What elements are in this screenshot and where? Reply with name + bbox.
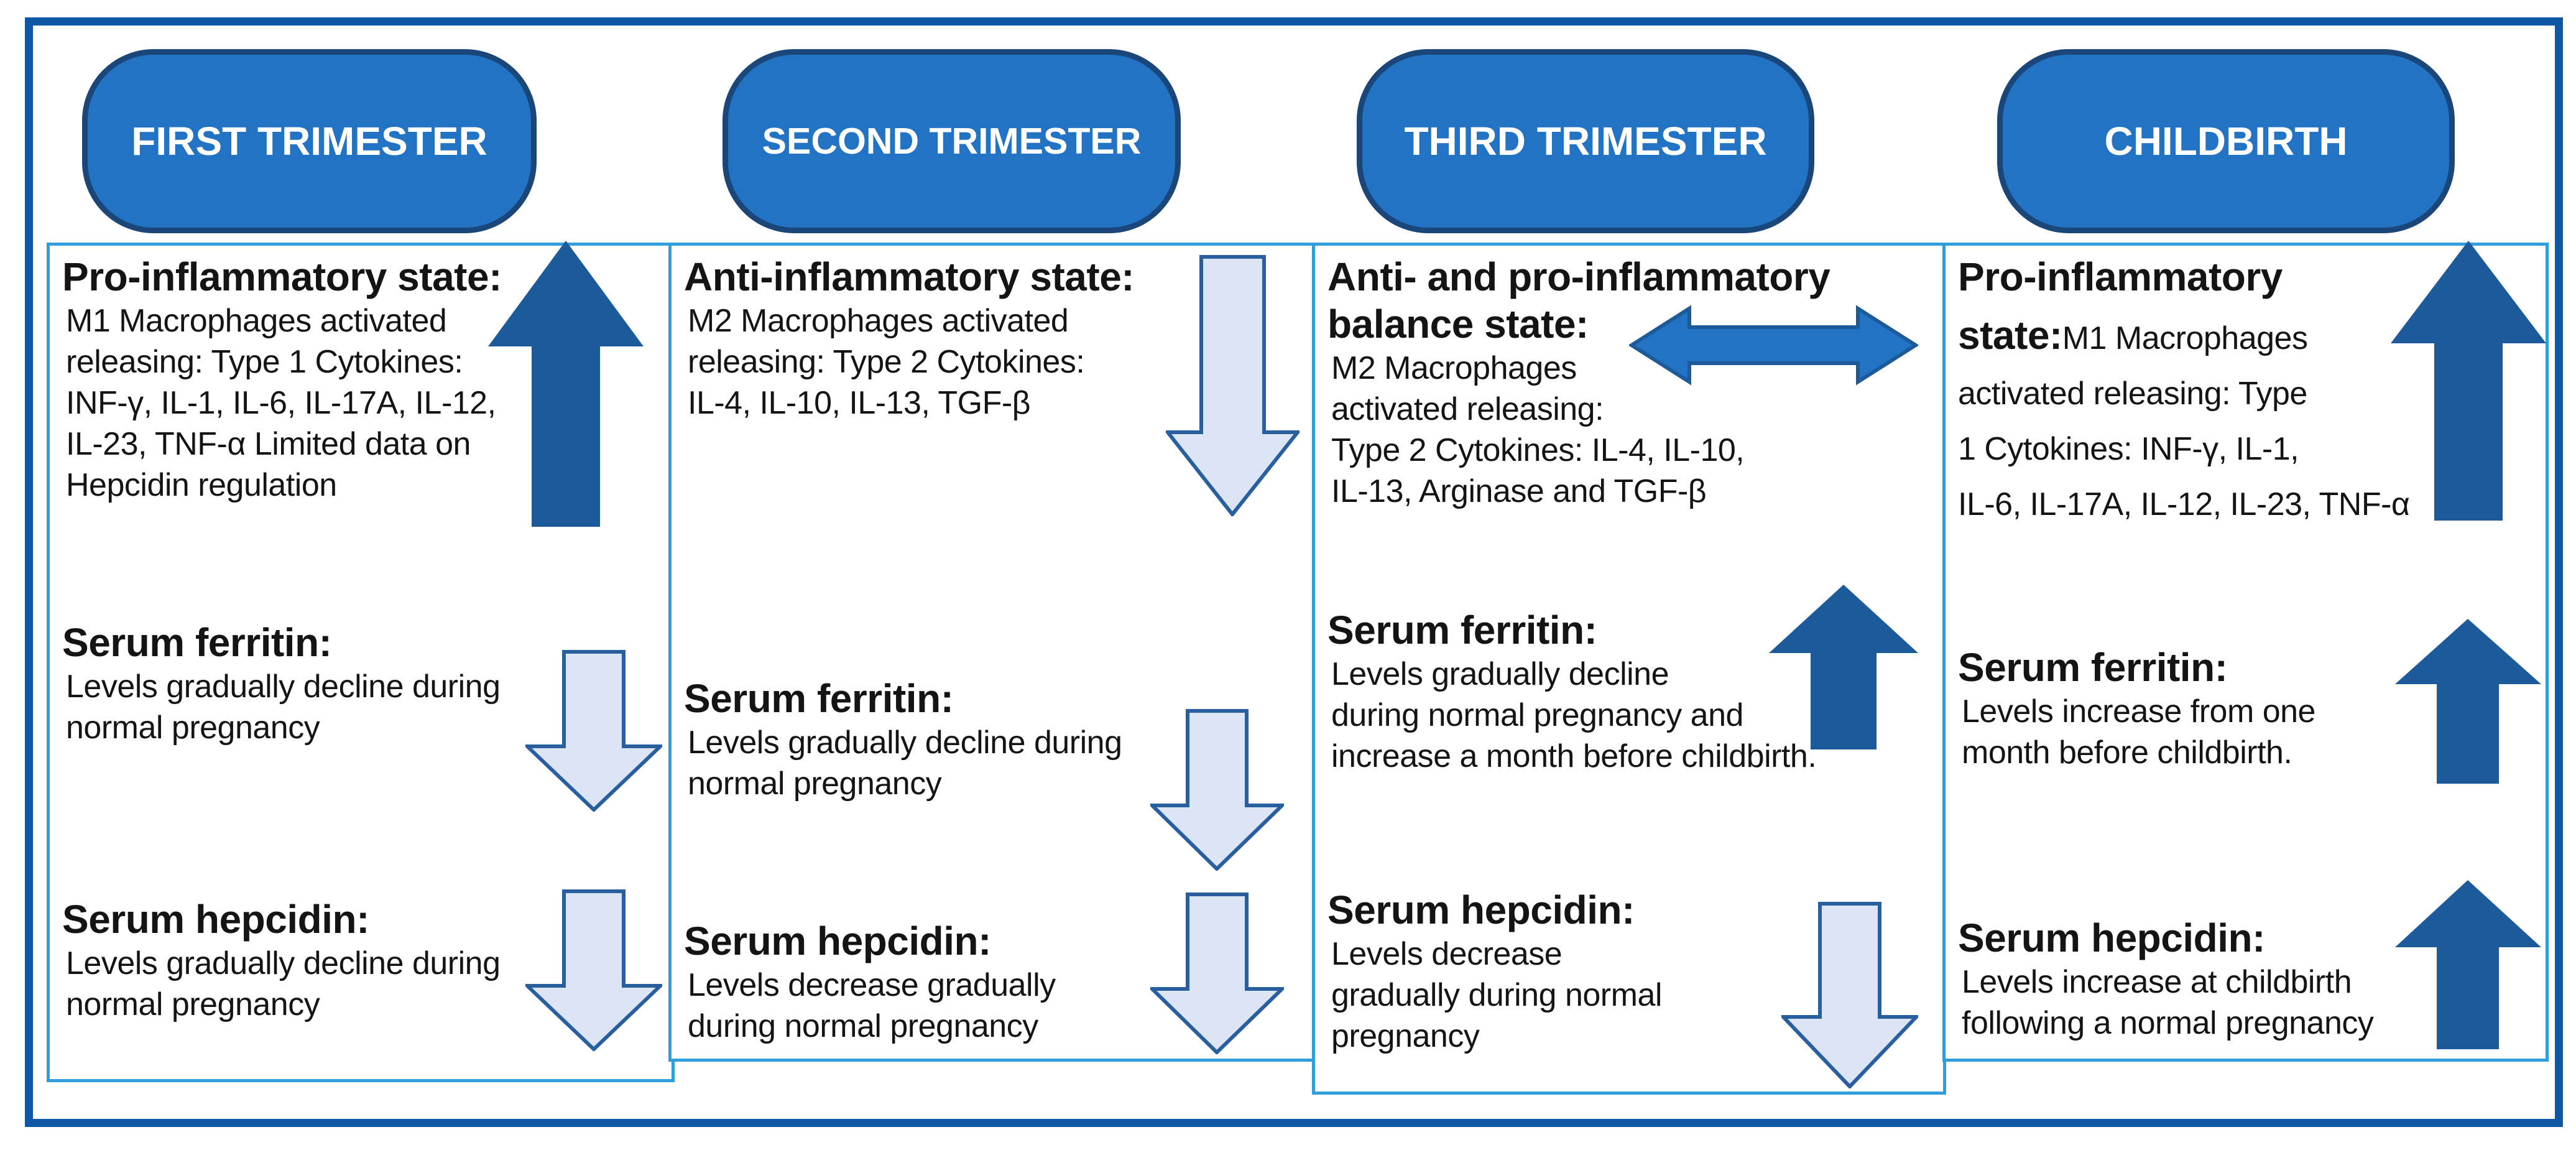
section-title: Anti-inflammatory state: <box>684 254 1135 299</box>
section-serum-ferritin: Serum ferritin: Levels gradually decline… <box>684 675 1132 804</box>
section-body: Levels decrease gradually during normal … <box>688 967 1056 1044</box>
double-arrow-icon <box>1629 305 1918 386</box>
section-serum-ferritin: Serum ferritin: Levels gradually decline… <box>1327 606 1862 777</box>
stage-pill-first-trimester: FIRST TRIMESTER <box>82 49 537 233</box>
down-arrow-icon <box>1150 893 1284 1054</box>
up-arrow-icon <box>488 241 644 527</box>
down-arrow-icon <box>1781 902 1918 1088</box>
section-inflammatory-state: Pro-inflammatory state: M1 Macrophages a… <box>62 253 525 506</box>
stage-pill-label: THIRD TRIMESTER <box>1404 119 1767 164</box>
stage-pill-childbirth: CHILDBIRTH <box>1997 49 2455 233</box>
stage-pill-second-trimester: SECOND TRIMESTER <box>722 49 1181 233</box>
section-body: Levels gradually decline during normal p… <box>1331 656 1817 774</box>
down-arrow-icon <box>525 650 662 812</box>
section-body: M1 Macrophages activated releasing: Type… <box>1958 320 2410 522</box>
up-arrow-icon <box>2395 880 2541 1049</box>
up-arrow-icon <box>2395 619 2541 784</box>
section-title: Serum hepcidin: <box>684 919 991 963</box>
section-title: Serum hepcidin: <box>1958 916 2265 960</box>
section-title: Anti- and pro-inflammatory balance state… <box>1327 254 1830 346</box>
section-inflammatory-state: Anti- and pro-inflammatory balance state… <box>1327 253 1900 512</box>
up-arrow-icon <box>2391 241 2546 521</box>
stage-pill-label: FIRST TRIMESTER <box>131 119 487 164</box>
section-title: Serum ferritin: <box>1958 645 2228 690</box>
down-arrow-icon <box>1150 709 1284 871</box>
section-body: M1 Macrophages activated releasing: Type… <box>66 303 496 503</box>
section-body: Levels increase at childbirth following … <box>1962 964 2374 1041</box>
section-inflammatory-state: Anti-inflammatory state: M2 Macrophages … <box>684 253 1147 424</box>
section-body: Levels gradually decline during normal p… <box>66 669 501 746</box>
section-serum-hepcidin: Serum hepcidin: Levels gradually decline… <box>62 896 510 1025</box>
section-body: Levels gradually decline during normal p… <box>688 725 1122 802</box>
up-arrow-icon <box>1769 585 1918 749</box>
stage-pill-label: CHILDBIRTH <box>2104 119 2348 164</box>
section-inflammatory-state: Pro-inflammatory state:M1 Macrophages ac… <box>1958 253 2480 536</box>
section-serum-hepcidin: Serum hepcidin: Levels decrease graduall… <box>684 917 1132 1047</box>
section-body: Levels decrease gradually during normal … <box>1331 936 1662 1054</box>
panel-second-trimester: Anti-inflammatory state: M2 Macrophages … <box>668 243 1315 1062</box>
section-body: Levels increase from one month before ch… <box>1962 693 2315 771</box>
section-body: M2 Macrophages activated releasing: Type… <box>688 303 1085 421</box>
section-serum-ferritin: Serum ferritin: Levels gradually decline… <box>62 619 510 748</box>
section-serum-ferritin: Serum ferritin: Levels increase from one… <box>1958 644 2393 773</box>
section-body: M2 Macrophages activated releasing: Type… <box>1331 350 1745 509</box>
section-title: Serum ferritin: <box>1327 608 1597 652</box>
section-title: Serum hepcidin: <box>1327 888 1635 932</box>
section-title: Pro-inflammatory state: <box>62 254 502 299</box>
section-title: Pro-inflammatory state: <box>1958 254 2283 358</box>
section-body: Levels gradually decline during normal p… <box>66 945 501 1022</box>
section-title: Serum hepcidin: <box>62 897 369 942</box>
panel-first-trimester: Pro-inflammatory state: M1 Macrophages a… <box>47 241 675 1082</box>
section-title: Serum ferritin: <box>684 676 954 721</box>
panel-third-trimester: Anti- and pro-inflammatory balance state… <box>1312 243 1946 1095</box>
section-serum-hepcidin: Serum hepcidin: Levels increase at child… <box>1958 914 2406 1044</box>
section-title: Serum ferritin: <box>62 620 332 665</box>
panel-childbirth: Pro-inflammatory state:M1 Macrophages ac… <box>1942 241 2549 1062</box>
stage-pill-label: SECOND TRIMESTER <box>762 121 1142 162</box>
section-serum-hepcidin: Serum hepcidin: Levels decrease graduall… <box>1327 886 1775 1057</box>
down-arrow-icon <box>1166 255 1300 516</box>
down-arrow-icon <box>525 889 662 1051</box>
stage-pill-third-trimester: THIRD TRIMESTER <box>1357 49 1814 233</box>
